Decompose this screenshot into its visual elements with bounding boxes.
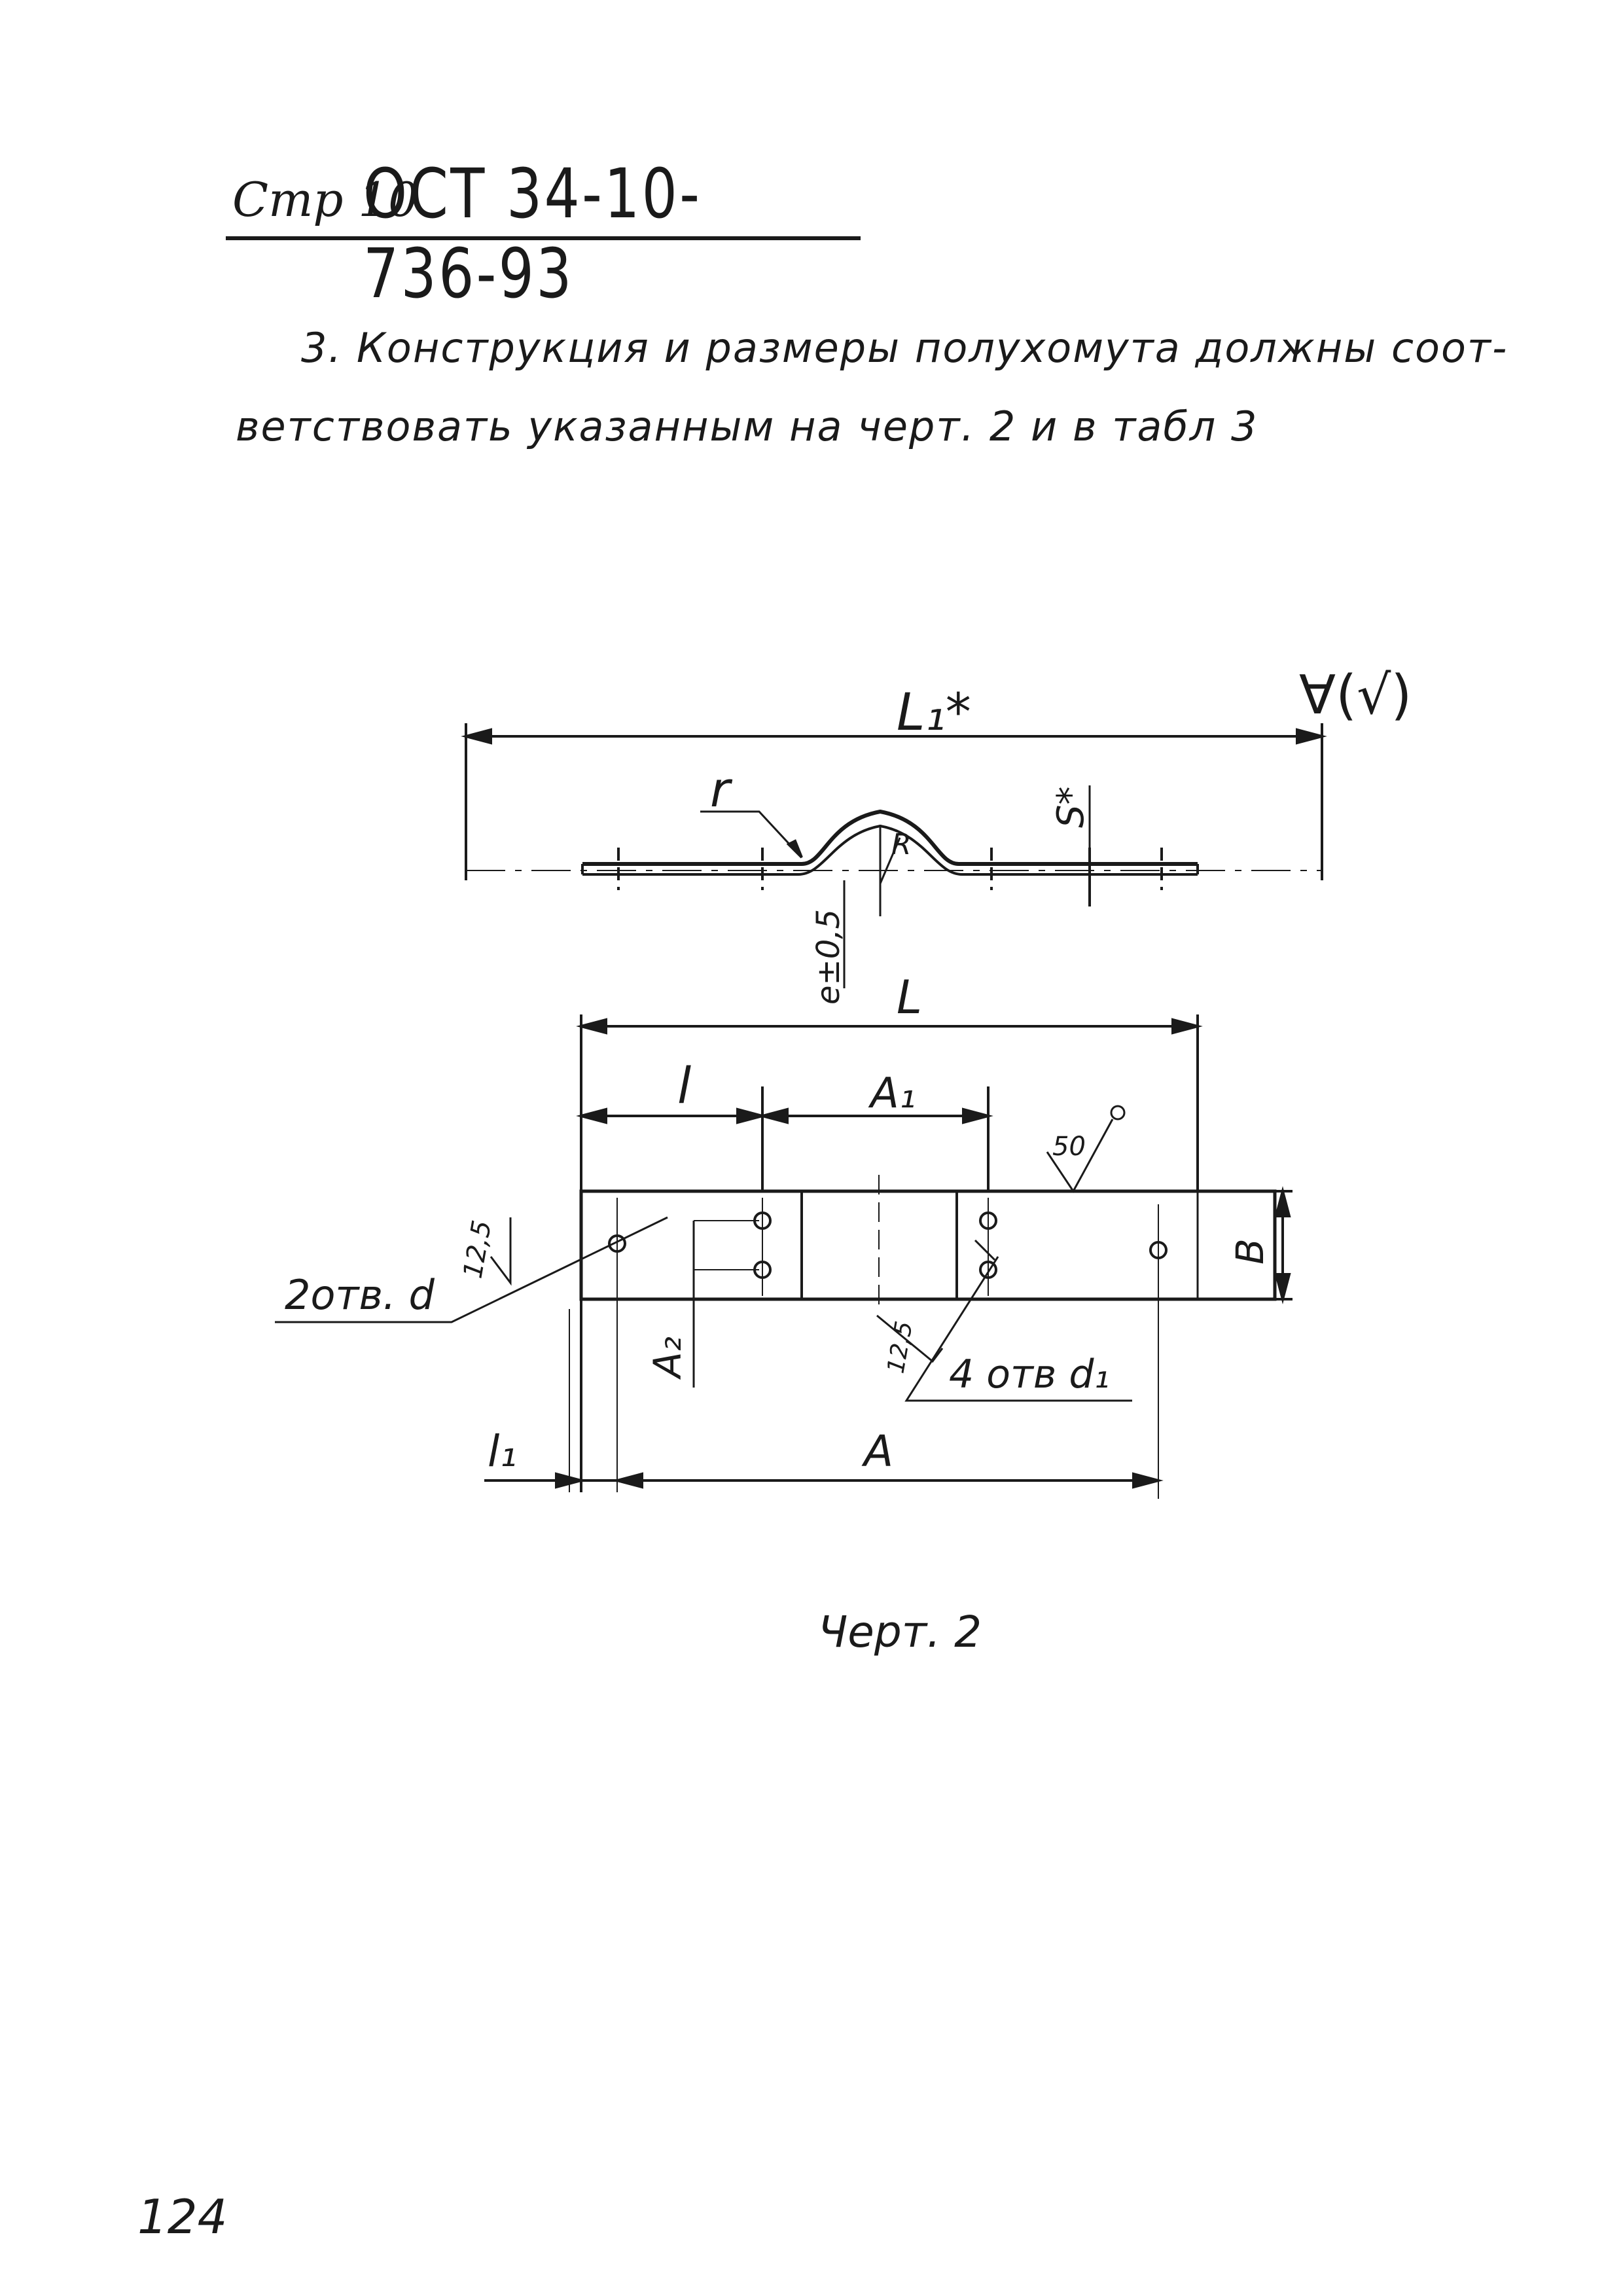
standard-number: ОСТ 34-10-736-93	[363, 154, 702, 314]
label-L1-star: L₁*	[897, 683, 971, 742]
label-l: l	[677, 1056, 691, 1115]
page-reference: Стр 10	[232, 172, 418, 227]
label-roughness-symbol: ∀(√)	[1299, 664, 1412, 726]
label-L: L	[897, 971, 922, 1024]
clamp-profile-inner	[582, 824, 1198, 876]
arrow-left	[461, 728, 492, 745]
label-A1: A₁	[868, 1069, 916, 1118]
paragraph-line-2: ветствовать указанным на черт. 2 и в таб…	[236, 403, 1258, 450]
label-roughness-12-5-bottom: 12,5	[882, 1319, 918, 1376]
arrow-right	[1296, 728, 1327, 745]
clamp-plate	[579, 1189, 1277, 1301]
page-header: Стр 10 ОСТ 34-10-736-93	[226, 154, 861, 314]
figure-caption: Черт. 2	[818, 1607, 982, 1657]
label-holes-d: 2отв. d	[285, 1271, 435, 1319]
label-S-star: S*	[1050, 786, 1092, 828]
label-B: B	[1228, 1238, 1272, 1265]
label-r: r	[710, 762, 733, 818]
label-R: R	[891, 828, 912, 861]
label-e: e±0,5	[810, 909, 847, 1005]
label-roughness-50: 50	[1052, 1132, 1086, 1162]
clamp-profile	[582, 809, 1198, 866]
label-holes-d1: 4 отв d₁	[949, 1352, 1109, 1397]
label-l1: l₁	[488, 1426, 517, 1477]
paragraph-line-1: 3. Конструкция и размеры полухомута долж…	[301, 324, 1508, 372]
header-underline	[226, 236, 861, 240]
label-roughness-12-5-left: 12,5	[458, 1218, 498, 1281]
label-A2: A₂	[645, 1336, 690, 1380]
page-number: 124	[137, 2189, 228, 2244]
label-A: A	[861, 1426, 893, 1477]
